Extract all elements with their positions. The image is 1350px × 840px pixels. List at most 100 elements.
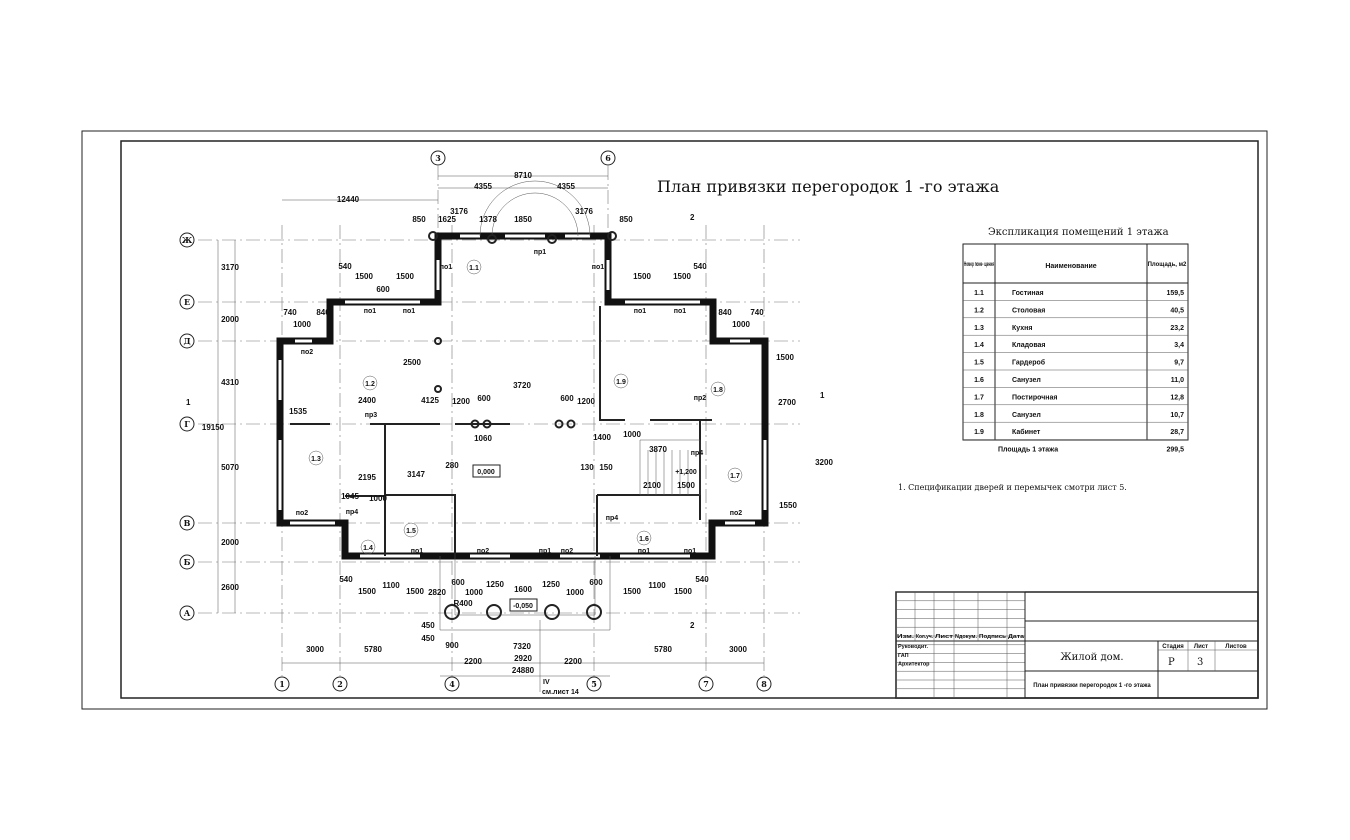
dimension-label: 540 [693, 262, 707, 271]
dimension-label: 2100 [643, 481, 661, 490]
role-label: ГАП [898, 653, 909, 659]
dimension-label: 1500 [355, 272, 373, 281]
axis-bubble [274, 676, 290, 692]
sheet-title: План привязки перегородок 1 -го этажа [1033, 683, 1151, 689]
dimension-label: 150 [599, 463, 613, 472]
column-header: Изм. [897, 634, 915, 640]
dimension-label: 3176 [575, 207, 593, 216]
axis-label: А [184, 608, 191, 618]
room-number: 1.2 [365, 381, 375, 388]
opening-tag: по2 [477, 548, 490, 555]
level-box [472, 464, 501, 478]
axis-label: 2 [337, 679, 343, 689]
opening-tag: по2 [301, 349, 314, 356]
columns [428, 231, 617, 620]
bay-arc [479, 180, 591, 237]
opening-tag: по1 [440, 264, 453, 271]
dimension-label: 2195 [358, 473, 376, 482]
room-area: 28,7 [1170, 429, 1184, 436]
dimension-label: 2200 [464, 657, 482, 666]
opening-tag: по1 [364, 308, 377, 315]
dimension-label: 3720 [513, 381, 531, 390]
opening-tag: по1 [634, 308, 647, 315]
axis-label: Е [184, 297, 190, 307]
dimension-label: 1500 [623, 587, 641, 596]
dimension-label: 600 [376, 285, 390, 294]
dimension-label: 4125 [421, 396, 439, 405]
dimension-label: 840 [718, 308, 732, 317]
dimension-label: 850 [619, 215, 633, 224]
dimension-label: 5780 [654, 645, 672, 654]
dimension-label: 2820 [428, 588, 446, 597]
dimension-label: 1500 [674, 587, 692, 596]
floor-plan [276, 180, 769, 631]
room-marker [360, 539, 376, 555]
dimension-label: 1045 [341, 492, 359, 501]
room-name: Столовая [1012, 307, 1045, 314]
dimension-label: 840 [316, 308, 330, 317]
room-area: 40,5 [1170, 307, 1184, 314]
level-mark: 0,000 [477, 469, 495, 476]
dimension-label: 4355 [474, 182, 492, 191]
axis-label: 3 [435, 153, 441, 163]
dimension-label: 900 [445, 641, 459, 650]
axis-label: 7 [703, 679, 709, 689]
column-header: Nдокум. [955, 634, 978, 640]
dimension-label: 1200 [577, 397, 595, 406]
opening-tag: пр1 [534, 249, 547, 256]
project-name: Жилой дом. [1060, 652, 1123, 663]
header-name: Наименование [1045, 263, 1096, 270]
dimension-label: 600 [560, 394, 574, 403]
room-name: Постирочная [1012, 394, 1058, 401]
room-marker [308, 450, 324, 466]
explication-table: Экспликация помещений 1 этажа Номер поме… [962, 227, 1189, 454]
column-header: Подпись [979, 634, 1006, 640]
dimension-label: 540 [695, 575, 709, 584]
sheets-label: Листов [1225, 644, 1247, 650]
dimension-label: 8710 [514, 171, 532, 180]
dimension-label: 1000 [293, 320, 311, 329]
dimension-label: 280 [445, 461, 459, 470]
entrance-porch [439, 439, 701, 631]
dimension-label: 1000 [566, 588, 584, 597]
dimension-label: 4355 [557, 182, 575, 191]
room-name: Санузел [1012, 377, 1041, 384]
dimension-label: 4310 [221, 378, 239, 387]
room-num: 1.9 [974, 429, 984, 436]
column-header: Кол.уч. [916, 634, 934, 640]
stage-label: Стадия [1162, 644, 1184, 650]
axis-bubble [179, 554, 195, 570]
dimension-label: 2700 [778, 398, 796, 407]
section-marker: 2 [690, 621, 695, 630]
dimension-label: 450 [421, 634, 435, 643]
room-marker [710, 381, 726, 397]
axis-label: 1 [279, 679, 285, 689]
section-marker: 1 [820, 391, 825, 400]
room-area: 23,2 [1170, 325, 1184, 332]
room-number: 1.8 [713, 387, 723, 394]
dimension-label: 1500 [633, 272, 651, 281]
inner-frame [120, 140, 1259, 699]
total-label: Площадь 1 этажа [998, 447, 1058, 454]
dimension-label: 2200 [564, 657, 582, 666]
dimension-label: 2400 [358, 396, 376, 405]
axis-label: 4 [449, 679, 455, 689]
axis-label: В [184, 518, 191, 528]
dimension-label: 450 [421, 621, 435, 630]
room-number: 1.6 [639, 536, 649, 543]
room-marker [727, 467, 743, 483]
opening-tag: по1 [592, 264, 605, 271]
dimension-label: 2000 [221, 315, 239, 324]
dimension-label: 24880 [512, 666, 535, 675]
dimension-label: 1625 [438, 215, 456, 224]
room-num: 1.5 [974, 360, 984, 367]
dimension-label: 2000 [221, 538, 239, 547]
room-number: 1.1 [469, 265, 479, 272]
axis-bubble [600, 150, 616, 166]
dimension-label: 19150 [202, 423, 225, 432]
opening-tag: пр3 [365, 412, 378, 419]
